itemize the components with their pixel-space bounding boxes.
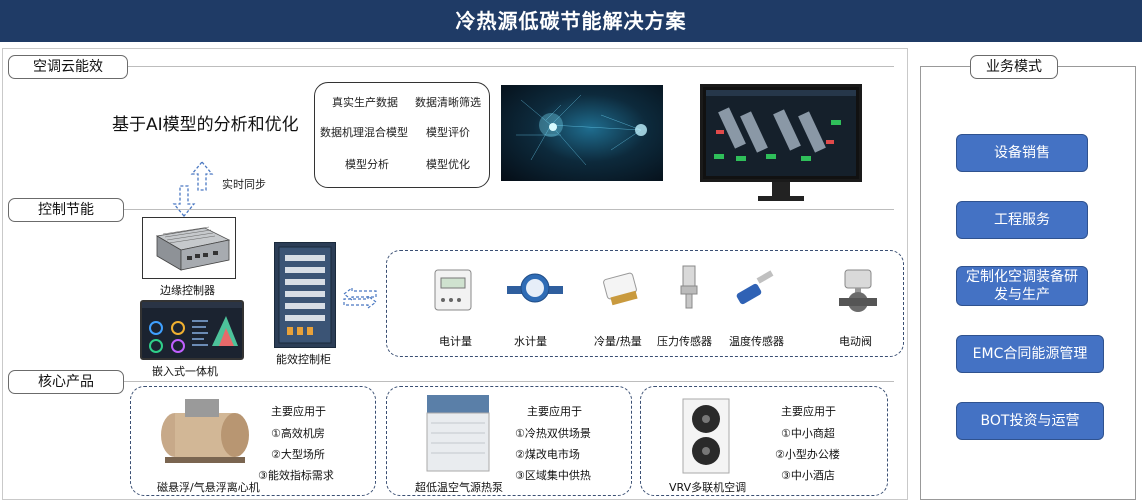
embedded-computer-label: 嵌入式一体机 [152, 365, 218, 378]
sensor-label-temperature: 温度传感器 [729, 335, 784, 348]
ai-item-hybrid-model: 数据机理混合模型 [320, 126, 408, 139]
energy-control-cabinet-image [274, 242, 336, 348]
product-2-app-title: 主要应用于 [527, 405, 582, 418]
product-2-app-1: ①冷热双供场景 [515, 427, 591, 440]
ai-item-model-optimize: 模型优化 [426, 158, 470, 171]
main-diagram-frame [2, 48, 908, 500]
product-2-app-2: ②煤改电市场 [515, 448, 580, 461]
product-2-name: 超低温空气源热泵 [415, 481, 503, 494]
product-3-app-3: ③中小酒店 [781, 469, 835, 482]
product-1-app-1: ①高效机房 [271, 427, 325, 440]
ai-network-graph-image [501, 85, 663, 181]
product-1-app-2: ②大型场所 [271, 448, 325, 461]
business-model-title: 业务模式 [970, 55, 1058, 79]
product-3-app-title: 主要应用于 [781, 405, 836, 418]
product-3-app-2: ②小型办公楼 [775, 448, 840, 461]
electric-meter-icon [431, 268, 475, 312]
monitor-dashboard-image [700, 84, 862, 182]
ai-model-box: 真实生产数据 数据清晰筛选 数据机理混合模型 模型评价 模型分析 模型优化 [314, 82, 490, 188]
heat-pump-image [423, 393, 493, 479]
maglev-chiller-image [145, 395, 257, 479]
product-2-app-3: ③区域集中供热 [515, 469, 591, 482]
business-item-custom-rnd[interactable]: 定制化空调装备研发与生产 [956, 266, 1088, 306]
business-item-emc[interactable]: EMC合同能源管理 [956, 335, 1104, 373]
pressure-sensor-icon [667, 264, 711, 309]
product-3-name: VRV多联机空调 [669, 481, 747, 494]
edge-controller-label: 边缘控制器 [160, 284, 215, 297]
bidirectional-arrow-icon [343, 286, 377, 310]
product-1-app-title: 主要应用于 [271, 405, 326, 418]
section-label-control: 控制节能 [8, 198, 124, 222]
ai-analysis-title: 基于AI模型的分析和优化 [112, 115, 299, 135]
energy-control-cabinet-label: 能效控制柜 [276, 353, 331, 366]
ai-item-real-data: 真实生产数据 [332, 96, 398, 109]
section-label-core: 核心产品 [8, 370, 124, 394]
sensor-label-water: 水计量 [514, 335, 547, 348]
sensor-label-pressure: 压力传感器 [657, 335, 712, 348]
monitor-stand [772, 182, 790, 196]
product-1-app-3: ③能效指标需求 [258, 469, 334, 482]
edge-controller-image [142, 217, 236, 279]
ai-item-model-eval: 模型评价 [426, 126, 470, 139]
vrv-unit-image [681, 397, 731, 479]
temperature-sensor-icon [733, 266, 777, 310]
page-title: 冷热源低碳节能解决方案 [0, 0, 1142, 42]
divider-core [124, 381, 894, 382]
embedded-computer-image [140, 300, 244, 360]
sync-label: 实时同步 [222, 178, 266, 191]
business-item-bot[interactable]: BOT投资与运营 [956, 402, 1104, 440]
product-card-maglev-chiller: 主要应用于 ①高效机房 ②大型场所 ③能效指标需求 磁悬浮/气悬浮离心机 [130, 386, 376, 496]
divider-cloud [128, 66, 894, 67]
electric-valve-icon [835, 266, 883, 314]
sensor-label-valve: 电动阀 [839, 335, 872, 348]
business-item-engineering-service[interactable]: 工程服务 [956, 201, 1088, 239]
business-item-equipment-sales[interactable]: 设备销售 [956, 134, 1088, 172]
sensor-label-electric: 电计量 [439, 335, 472, 348]
ai-item-data-filter: 数据清晰筛选 [415, 96, 481, 109]
section-label-cloud: 空调云能效 [8, 55, 128, 79]
water-meter-icon [507, 268, 563, 312]
sensor-group-box: 电计量 水计量 冷量/热量 压力传感器 温度传感器 电动阀 [386, 250, 904, 357]
divider-control [124, 209, 894, 210]
product-3-app-1: ①中小商超 [781, 427, 835, 440]
product-card-vrv: 主要应用于 ①中小商超 ②小型办公楼 ③中小酒店 VRV多联机空调 [640, 386, 888, 496]
product-card-heat-pump: 主要应用于 ①冷热双供场景 ②煤改电市场 ③区域集中供热 超低温空气源热泵 [386, 386, 632, 496]
product-1-name: 磁悬浮/气悬浮离心机 [157, 481, 260, 494]
sync-arrows-icon [172, 160, 214, 218]
ai-item-model-analysis: 模型分析 [345, 158, 389, 171]
sensor-label-heat: 冷量/热量 [594, 335, 642, 348]
monitor-base [758, 196, 804, 201]
heat-meter-icon [599, 268, 643, 312]
